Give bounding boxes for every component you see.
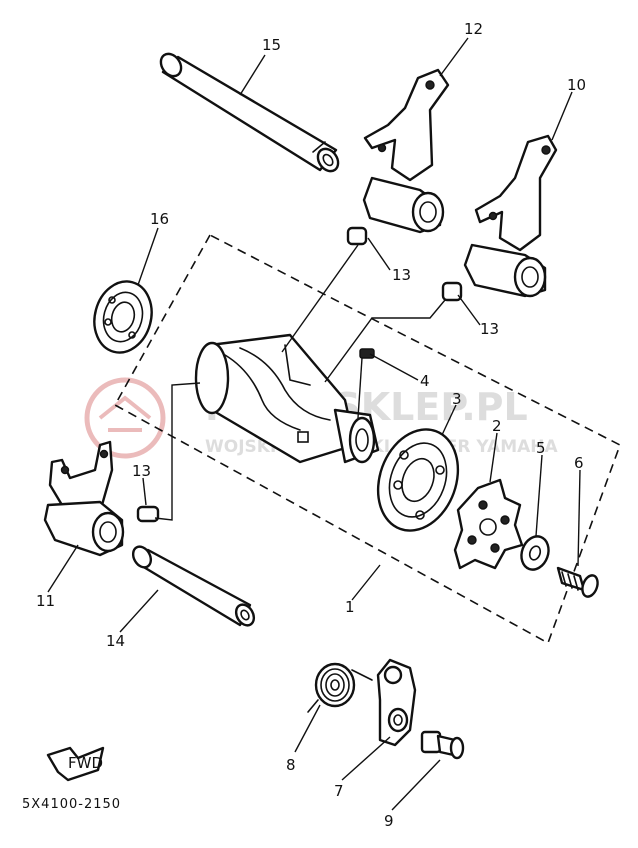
label-3: 3 bbox=[452, 390, 462, 408]
label-5: 5 bbox=[536, 439, 546, 457]
diagram-code: 5X4100-2150 bbox=[22, 797, 121, 812]
label-11: 11 bbox=[36, 592, 55, 610]
part-bearing-3 bbox=[376, 428, 460, 532]
label-1: 1 bbox=[345, 598, 355, 616]
part-guide-pin-13a bbox=[346, 226, 368, 246]
label-2: 2 bbox=[492, 417, 502, 435]
label-14: 14 bbox=[106, 632, 125, 650]
part-guide-pin-13c bbox=[136, 505, 160, 523]
label-13a: 13 bbox=[392, 266, 411, 284]
watermark-logo bbox=[84, 377, 166, 459]
label-6: 6 bbox=[574, 454, 584, 472]
part-shift-fork-11 bbox=[43, 440, 125, 557]
watermark-tagline: WOJSKI MOTOWSKI DEALER YAMAHA bbox=[205, 437, 558, 457]
part-shift-shaft-lower bbox=[131, 545, 256, 627]
label-10: 10 bbox=[567, 76, 586, 94]
label-4: 4 bbox=[420, 372, 430, 390]
label-16: 16 bbox=[150, 210, 169, 228]
label-15: 15 bbox=[262, 36, 281, 54]
leader-lines bbox=[47, 37, 581, 811]
label-8: 8 bbox=[286, 756, 296, 774]
fwd-arrow-icon: FWD bbox=[46, 746, 105, 782]
part-bolt-9 bbox=[420, 730, 465, 760]
part-drum-pin-4 bbox=[359, 348, 375, 359]
part-guide-pin-13b bbox=[441, 281, 463, 302]
label-7: 7 bbox=[334, 782, 344, 800]
label-13b: 13 bbox=[480, 320, 499, 338]
fwd-label: FWD bbox=[68, 754, 103, 772]
part-screw-6 bbox=[556, 566, 599, 598]
assembly-boundary bbox=[113, 233, 621, 645]
label-9: 9 bbox=[384, 812, 394, 830]
label-13c: 13 bbox=[132, 462, 151, 480]
part-bearing-16 bbox=[93, 280, 153, 354]
label-12: 12 bbox=[464, 20, 483, 38]
part-labels: 15 12 10 16 13 13 4 3 2 5 6 13 11 14 1 8… bbox=[36, 20, 586, 830]
part-shift-shaft-upper bbox=[159, 52, 340, 173]
part-stopper-lever-7 bbox=[376, 658, 417, 747]
part-torsion-spring-8 bbox=[307, 662, 373, 713]
watermark-logo-mark bbox=[98, 395, 152, 432]
part-shift-fork-10 bbox=[463, 134, 558, 298]
part-washer-5 bbox=[520, 535, 550, 571]
part-shift-fork-12 bbox=[362, 68, 450, 234]
part-segment-2 bbox=[453, 478, 524, 570]
